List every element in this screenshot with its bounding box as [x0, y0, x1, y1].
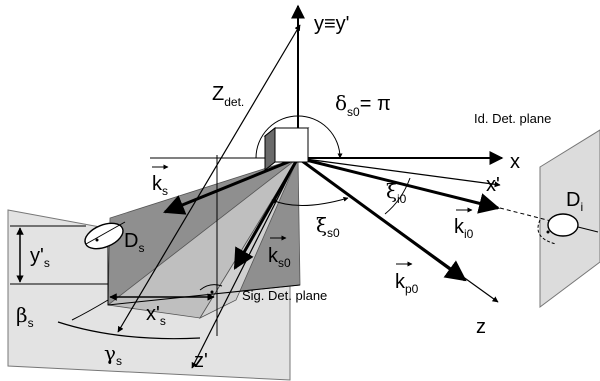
idler-detector-di: [547, 213, 579, 237]
xs-label: x's: [146, 303, 166, 328]
xi-i0-angle-arc: [384, 177, 411, 215]
crystal-cube-side: [264, 126, 276, 172]
ds-label: Ds: [124, 230, 144, 255]
gamma-s-arc: [57, 321, 201, 340]
z-axis-label: z: [476, 316, 486, 338]
idler-beam-dashed: [499, 207, 556, 223]
signal-detector-ds: [84, 222, 124, 250]
y-axis-label: y≡y': [314, 13, 350, 35]
beta-s-label: βs: [16, 303, 34, 330]
beta-s-arc: [71, 299, 109, 321]
kp0-vector: [297, 156, 467, 282]
delta-angle-arc: [255, 115, 343, 159]
ks-label: ks: [152, 173, 168, 198]
detector-distance-label: Zdet.: [212, 83, 244, 109]
delta-label: δs0= π: [335, 91, 391, 119]
ys-label: y's: [30, 245, 50, 270]
idler-plane-label: Id. Det. plane: [474, 111, 551, 126]
right-angle-dot-ds: [95, 238, 99, 242]
idler-detector-dot: [546, 230, 550, 234]
xi-s0-angle-arc: [271, 196, 349, 207]
x-axis-label: x: [510, 151, 520, 173]
signal-ground-line: [107, 284, 301, 306]
ki0-label: ki0: [454, 216, 474, 241]
x-prime-axis-label: x': [486, 174, 500, 196]
ks0-label: ks0: [268, 245, 291, 270]
detector-distance-arrow: [117, 24, 301, 333]
x-prime-axis: [297, 157, 501, 188]
signal-detector-edge: [85, 221, 126, 245]
right-angle-marker-signal: [199, 284, 223, 291]
kp0-label: kp0: [395, 271, 419, 296]
right-angle-dot-signal: [210, 290, 214, 294]
vector-overbars: [152, 164, 473, 267]
xi-i0-label: ξi0: [386, 179, 407, 206]
idler-detector-arc: [537, 219, 557, 245]
ki0-vector: [297, 156, 501, 214]
signal-plane-label: Sig. Det. plane: [242, 288, 327, 303]
gamma-s-label: γs: [104, 341, 122, 368]
xi-s0-label: ξs0: [316, 213, 340, 240]
z-prime-axis-label: z': [194, 350, 208, 372]
di-label: Di: [566, 189, 583, 214]
crystal-cube-front: [274, 127, 309, 163]
